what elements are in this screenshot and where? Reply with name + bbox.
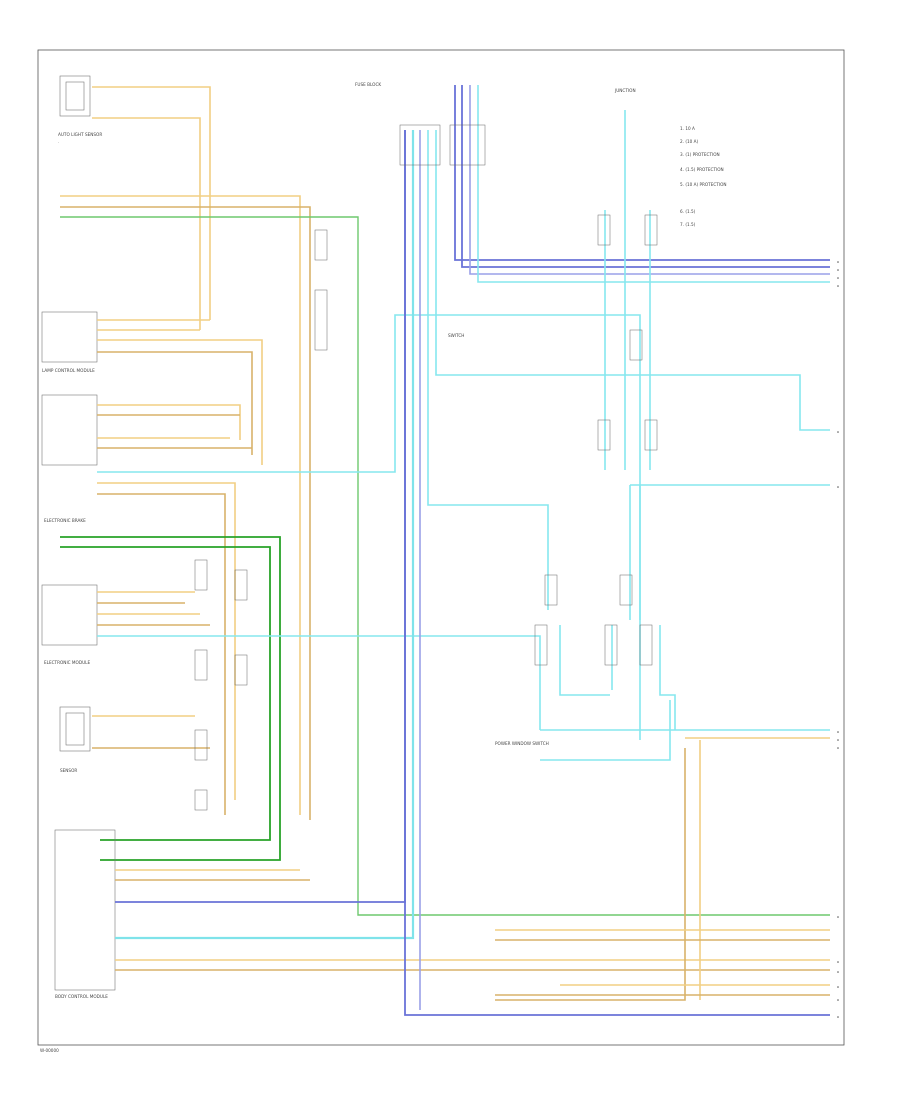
- legend-item-7: 7. (1.5): [680, 222, 696, 227]
- legend-item-5: 5. (10 A) PROTECTION: [680, 182, 727, 187]
- rear-sensor-label: SENSOR: [60, 768, 77, 773]
- lamp-control-module-label: LAMP CONTROL MODULE: [42, 368, 95, 373]
- legend-item-4: 4. (1.5) PROTECTION: [680, 167, 724, 172]
- legend-item-2: 2. (10 A): [680, 139, 698, 144]
- center-switch: SWITCH: [448, 333, 464, 338]
- diagram-frame: [37, 49, 845, 1046]
- electronic-module: ELECTRONIC MODULE: [41, 584, 98, 665]
- body-control-module: BODY CONTROL MODULE: [54, 829, 116, 999]
- right-terminals: [837, 261, 839, 1018]
- electronic-module-label: ELECTRONIC MODULE: [44, 660, 90, 665]
- legend: 1. 10 A 2. (10 A) 3. (1) PROTECTION 4. (…: [680, 126, 727, 227]
- legend-item-1: 1. 10 A: [680, 126, 695, 131]
- footer-id: W-00000: [40, 1048, 59, 1053]
- rear-sensor: SENSOR: [59, 706, 91, 773]
- body-control-module-label: BODY CONTROL MODULE: [55, 994, 108, 999]
- svg-text:.: .: [58, 140, 59, 144]
- electronic-brake-label: ELECTRONIC BRAKE: [44, 518, 86, 523]
- connector-ticks: [194, 124, 658, 811]
- legend-item-3: 3. (1) PROTECTION: [680, 152, 720, 157]
- top-left-sensor: AUTO LIGHT SENSOR .: [58, 75, 102, 144]
- top-left-sensor-label: AUTO LIGHT SENSOR: [58, 132, 102, 137]
- power-window-switch: POWER WINDOW SWITCH: [495, 741, 549, 746]
- center-switch-label: SWITCH: [448, 333, 464, 338]
- lamp-control-module: LAMP CONTROL MODULE: [41, 311, 98, 373]
- top-fuse-block-label: FUSE BLOCK: [355, 82, 381, 87]
- right-top-junction-label: JUNCTION: [614, 88, 636, 93]
- power-window-switch-label: POWER WINDOW SWITCH: [495, 741, 549, 746]
- legend-item-6: 6. (1.5): [680, 209, 696, 214]
